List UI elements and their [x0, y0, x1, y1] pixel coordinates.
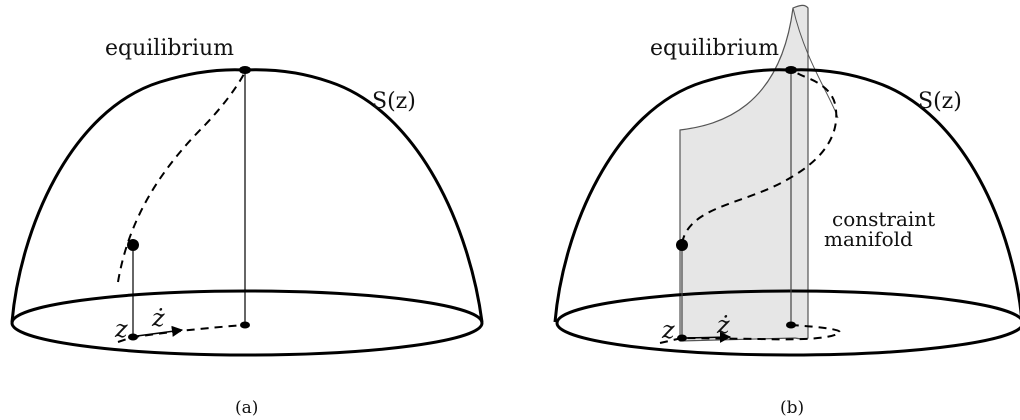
base-ellipse-a	[10, 289, 484, 357]
surface-label-b: S(z)	[918, 89, 962, 114]
equilibrium-label-b: equilibrium	[650, 36, 779, 61]
velocity-label-a: ż	[151, 304, 165, 332]
equilibrium-point-b	[785, 66, 797, 74]
state-label-b: z	[661, 316, 675, 344]
caption-b: (b)	[780, 398, 804, 418]
caption-a: (a)	[235, 398, 258, 418]
state-label-a: z	[114, 315, 128, 343]
velocity-arrow-a	[136, 325, 184, 337]
state-point-dome-a	[127, 239, 139, 251]
trajectory-dome-a	[117, 73, 245, 283]
manifold-label-line2: manifold	[824, 227, 913, 251]
base-ellipse-b	[555, 289, 1020, 357]
surface-label-a: S(z)	[372, 89, 416, 114]
equilibrium-point-a	[239, 66, 251, 74]
panel-b: equilibrium S(z) constraint manifold z ż…	[553, 4, 1020, 418]
state-point-base-b	[677, 334, 687, 342]
manifold-label-line1: constraint	[832, 207, 935, 231]
velocity-label-b: ż	[716, 311, 730, 339]
panel-a: equilibrium S(z) z ż (a)	[10, 36, 484, 418]
manifold-fold	[792, 7, 839, 119]
trajectory-base-a	[117, 324, 246, 343]
trajectory-manifold-b	[681, 69, 838, 244]
trajectory-base-b	[659, 324, 842, 344]
equilibrium-label-a: equilibrium	[105, 36, 234, 61]
velocity-arrow-b	[685, 331, 732, 343]
state-point-dome-b	[676, 239, 688, 251]
